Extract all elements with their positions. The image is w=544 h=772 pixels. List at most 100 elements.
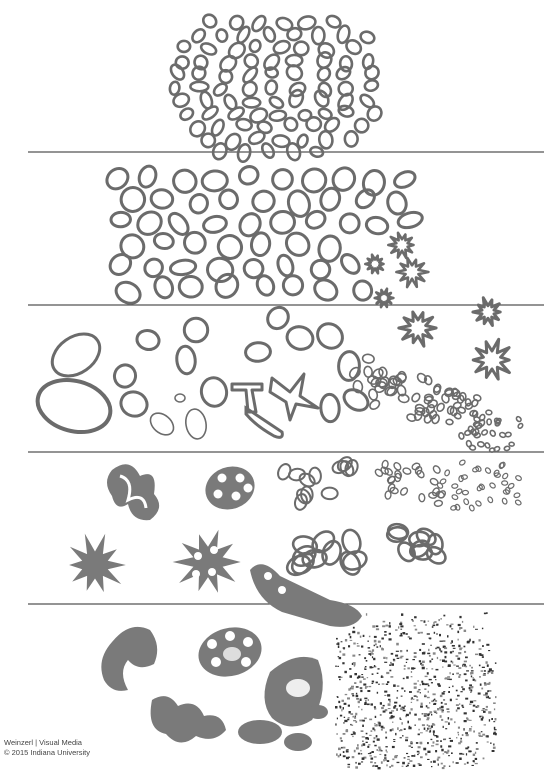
speckle-dot bbox=[447, 750, 449, 753]
thin-oval bbox=[146, 409, 177, 440]
speckle-dot bbox=[397, 762, 400, 763]
cell-oval bbox=[311, 276, 341, 304]
speckle-dot bbox=[364, 657, 366, 659]
cell-oval bbox=[359, 30, 376, 45]
speckle-dot bbox=[453, 665, 455, 666]
speckle-dot bbox=[414, 714, 417, 716]
small-cell-oval bbox=[398, 393, 410, 403]
speckle-dot bbox=[475, 763, 478, 764]
speckle-dot bbox=[404, 668, 406, 670]
small-cell-oval bbox=[410, 392, 421, 403]
cell-oval bbox=[212, 270, 242, 301]
speckle-dot bbox=[422, 724, 425, 726]
speckle-dot bbox=[443, 691, 445, 692]
speckle-dot bbox=[406, 676, 409, 678]
speckle-dot bbox=[422, 713, 424, 714]
small-cell-oval bbox=[423, 413, 433, 424]
speckle-dot bbox=[428, 621, 430, 622]
cell-oval bbox=[136, 164, 158, 190]
speckle-dot bbox=[395, 733, 396, 735]
speckle-dot bbox=[336, 644, 339, 645]
small-cell-oval bbox=[458, 432, 464, 439]
cell-oval bbox=[284, 324, 315, 353]
speckle-dot bbox=[358, 701, 360, 704]
speckle-dot bbox=[451, 628, 453, 630]
speckle-dot bbox=[395, 655, 398, 657]
speckle-dot bbox=[374, 708, 376, 710]
cell-oval bbox=[338, 251, 363, 277]
speckle-dot bbox=[445, 728, 447, 729]
speckle-dot bbox=[368, 738, 369, 740]
speckle-dot bbox=[346, 749, 348, 750]
clustered-oval bbox=[451, 494, 458, 500]
speckle-dot bbox=[469, 730, 472, 731]
speckle-dot bbox=[443, 641, 446, 642]
speckle-dot bbox=[401, 688, 403, 690]
cell-oval bbox=[312, 88, 331, 109]
speckle-dot bbox=[384, 757, 386, 759]
speckle-dot bbox=[484, 670, 486, 672]
speckle-dot bbox=[447, 711, 450, 712]
speckle-dot bbox=[464, 646, 466, 648]
speckle-dot bbox=[483, 673, 485, 674]
clustered-oval bbox=[461, 475, 467, 480]
speckle-dot bbox=[376, 628, 379, 630]
speckle-dot bbox=[378, 750, 380, 751]
perforation bbox=[208, 568, 216, 576]
speckle-dot bbox=[442, 667, 443, 668]
speckle-dot bbox=[489, 697, 491, 699]
speckle-dot bbox=[460, 691, 462, 692]
speckle-dot bbox=[427, 653, 430, 655]
speckle-dot bbox=[360, 690, 362, 692]
speckle-dot bbox=[464, 661, 467, 663]
speckle-dot bbox=[404, 690, 405, 692]
speckle-dot bbox=[347, 766, 350, 768]
leaf-shape bbox=[399, 312, 436, 346]
speckle-dot bbox=[379, 725, 381, 727]
cell-oval bbox=[345, 131, 358, 146]
perforation bbox=[264, 572, 272, 580]
speckle-dot bbox=[471, 726, 472, 727]
speckle-dot bbox=[397, 727, 399, 730]
speckle-dot bbox=[461, 705, 463, 707]
speckle-dot bbox=[391, 765, 393, 767]
speckle-dot bbox=[484, 682, 486, 683]
speckle-dot bbox=[456, 704, 459, 706]
speckle-dot bbox=[378, 641, 381, 643]
speckle-dot bbox=[413, 765, 416, 767]
speckle-dot bbox=[336, 733, 337, 735]
speckle-dot bbox=[495, 718, 497, 720]
small-cell-oval bbox=[425, 403, 436, 415]
speckle-dot bbox=[485, 709, 488, 711]
cell-oval bbox=[119, 185, 147, 214]
band-3-varied-shapes bbox=[32, 298, 524, 453]
speckle-dot bbox=[475, 752, 476, 754]
speckle-dot bbox=[376, 735, 378, 737]
speckle-dot bbox=[443, 753, 445, 754]
leaf-shape bbox=[365, 255, 383, 274]
speckle-dot bbox=[417, 680, 419, 681]
speckle-dot bbox=[336, 638, 338, 640]
speckle-dot bbox=[457, 658, 460, 660]
speckle-dot bbox=[481, 731, 483, 732]
cell-oval bbox=[340, 386, 371, 415]
speckle-dot bbox=[364, 704, 367, 706]
perforation bbox=[214, 490, 223, 499]
small-cell-oval bbox=[368, 388, 379, 401]
speckle-dot bbox=[451, 752, 453, 754]
speckle-dot bbox=[459, 758, 462, 761]
speckle-dot bbox=[431, 700, 433, 702]
speckle-dot bbox=[348, 764, 351, 765]
speckle-dot bbox=[339, 651, 341, 653]
cell-oval bbox=[268, 95, 285, 110]
speckle-dot bbox=[456, 762, 459, 764]
cell-oval bbox=[312, 27, 324, 44]
band-4-filled-and-clustered-shapes bbox=[69, 454, 522, 627]
speckle-dot bbox=[399, 623, 402, 625]
large-oval bbox=[32, 372, 116, 439]
speckle-dot bbox=[427, 742, 429, 744]
band-1-uniform-ovals bbox=[168, 12, 384, 163]
speckle-dot bbox=[473, 754, 475, 756]
speckle-dot bbox=[408, 636, 410, 638]
speckle-dot bbox=[486, 683, 489, 684]
